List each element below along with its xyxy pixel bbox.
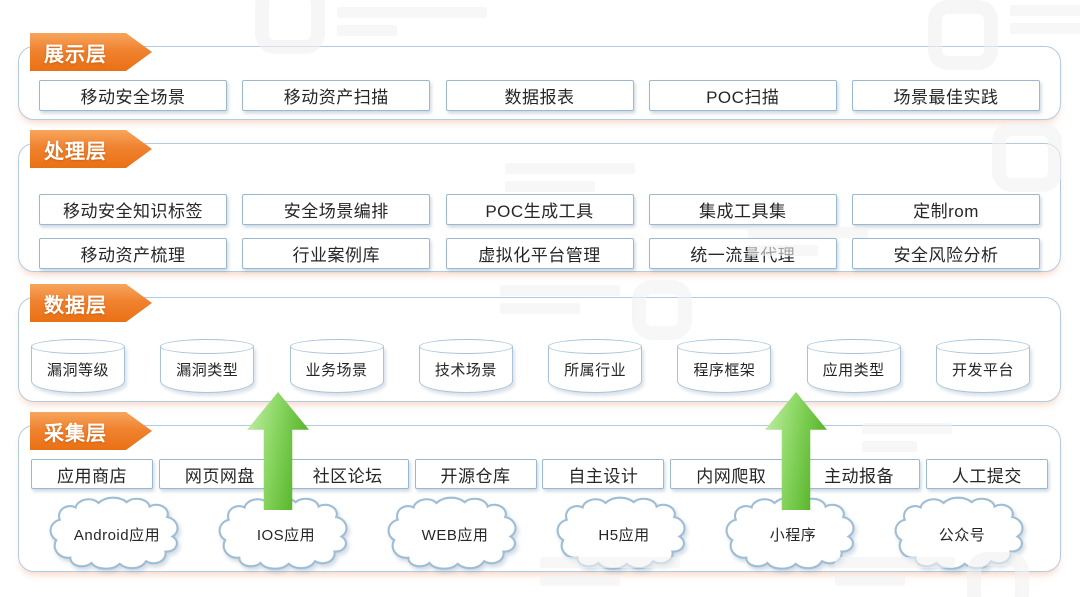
data-cylinder: 技术场景 bbox=[418, 339, 513, 393]
cloud-label: Android应用 bbox=[73, 527, 161, 544]
present-item-label: 移动资产扫描 bbox=[283, 88, 389, 107]
process-item: 安全风险分析 bbox=[852, 238, 1040, 269]
source-item: 自主设计 bbox=[542, 459, 665, 489]
data-cylinder: 程序框架 bbox=[677, 339, 772, 393]
source-item-label: 网页网盘 bbox=[184, 466, 255, 486]
process-item-label: 安全风险分析 bbox=[893, 246, 999, 265]
data-cylinder: 所属行业 bbox=[548, 339, 643, 393]
cloud-label: IOS应用 bbox=[256, 527, 316, 544]
process-item-label: 集成工具集 bbox=[699, 202, 787, 221]
data-cylinder: 应用类型 bbox=[806, 339, 901, 393]
layer-label-data: 数据层 bbox=[30, 284, 152, 322]
present-item: 数据报表 bbox=[445, 80, 634, 111]
process-item-label: 统一流量代理 bbox=[690, 246, 796, 265]
layer-label-collection: 采集层 bbox=[30, 412, 152, 450]
present-item: 移动安全场景 bbox=[39, 80, 227, 111]
source-item: 网页网盘 bbox=[158, 459, 281, 489]
cloud-icon bbox=[49, 496, 179, 570]
data-cylinders-row: 漏洞等级 漏洞类型 业务场景 技术场景 所属行业 程序框架 应用类型 开发平台 bbox=[31, 339, 1030, 393]
data-cylinder: 开发平台 bbox=[935, 339, 1030, 393]
cylinder-label: 技术场景 bbox=[434, 362, 497, 379]
app-cloud: 小程序 bbox=[709, 496, 877, 570]
process-item: 虚拟化平台管理 bbox=[445, 238, 634, 269]
app-cloud: WEB应用 bbox=[371, 496, 539, 570]
processing-items-row-2: 移动资产梳理 行业案例库 虚拟化平台管理 统一流量代理 安全风险分析 bbox=[39, 238, 1040, 269]
present-item: POC扫描 bbox=[648, 80, 837, 111]
process-item-label: 移动安全知识标签 bbox=[63, 202, 203, 221]
process-item: 定制rom bbox=[852, 194, 1040, 225]
process-item-label: 行业案例库 bbox=[292, 246, 380, 265]
source-item: 内网爬取 bbox=[670, 459, 793, 489]
process-item: 安全场景编排 bbox=[242, 194, 431, 225]
cylinder-label: 漏洞等级 bbox=[46, 362, 109, 379]
source-item: 社区论坛 bbox=[286, 459, 409, 489]
processing-items-row-1: 移动安全知识标签 安全场景编排 POC生成工具 集成工具集 定制rom bbox=[39, 194, 1040, 225]
cloud-label: WEB应用 bbox=[421, 527, 489, 544]
process-item-label: POC生成工具 bbox=[485, 202, 594, 221]
cloud-label: 小程序 bbox=[769, 527, 817, 544]
cloud-label: H5应用 bbox=[598, 527, 650, 544]
process-item-label: 安全场景编排 bbox=[283, 202, 389, 221]
process-item: 统一流量代理 bbox=[648, 238, 837, 269]
app-cloud: Android应用 bbox=[33, 496, 201, 570]
data-cylinder: 漏洞等级 bbox=[31, 339, 125, 393]
cloud-icon bbox=[725, 496, 855, 570]
processing-layer-container: 移动安全知识标签 安全场景编排 POC生成工具 集成工具集 定制rom 移动资产… bbox=[18, 143, 1061, 272]
data-cylinder: 业务场景 bbox=[289, 339, 384, 393]
source-item-label: 内网爬取 bbox=[696, 466, 767, 486]
process-item-label: 虚拟化平台管理 bbox=[478, 246, 601, 265]
present-item-label: 移动安全场景 bbox=[80, 88, 186, 107]
data-cylinder: 漏洞类型 bbox=[160, 339, 255, 393]
process-item-label: 定制rom bbox=[913, 202, 979, 221]
app-clouds-row: Android应用 IOS应用 WEB应用 H5应用 小程序 公众号 bbox=[33, 496, 1046, 570]
source-item: 开源仓库 bbox=[414, 459, 537, 489]
process-item: 集成工具集 bbox=[648, 194, 837, 225]
source-item: 应用商店 bbox=[31, 459, 153, 489]
cloud-icon bbox=[218, 496, 348, 570]
cylinder-label: 程序框架 bbox=[693, 362, 756, 379]
cloud-icon bbox=[387, 496, 517, 570]
process-item: POC生成工具 bbox=[445, 194, 634, 225]
process-item: 移动资产梳理 bbox=[39, 238, 227, 269]
present-item-label: POC扫描 bbox=[706, 88, 780, 107]
source-item-label: 开源仓库 bbox=[440, 466, 511, 486]
present-item: 移动资产扫描 bbox=[242, 80, 431, 111]
cylinder-label: 应用类型 bbox=[822, 362, 885, 379]
present-item: 场景最佳实践 bbox=[852, 80, 1040, 111]
source-item-label: 自主设计 bbox=[568, 466, 639, 486]
present-item-label: 场景最佳实践 bbox=[893, 88, 999, 107]
source-item-label: 主动报备 bbox=[824, 466, 895, 486]
source-item-label: 社区论坛 bbox=[312, 466, 383, 486]
app-cloud: 公众号 bbox=[878, 496, 1046, 570]
app-cloud: IOS应用 bbox=[202, 496, 370, 570]
source-item: 人工提交 bbox=[925, 459, 1048, 489]
presentation-items-row: 移动安全场景 移动资产扫描 数据报表 POC扫描 场景最佳实践 bbox=[39, 80, 1040, 111]
data-layer-container: 漏洞等级 漏洞类型 业务场景 技术场景 所属行业 程序框架 应用类型 开发平台 bbox=[18, 297, 1061, 402]
cylinder-label: 所属行业 bbox=[564, 362, 627, 379]
presentation-layer-container: 移动安全场景 移动资产扫描 数据报表 POC扫描 场景最佳实践 bbox=[18, 46, 1061, 120]
cylinder-label: 开发平台 bbox=[951, 362, 1014, 379]
source-item: 主动报备 bbox=[798, 459, 921, 489]
collection-layer-container: 应用商店 网页网盘 社区论坛 开源仓库 自主设计 内网爬取 主动报备 人工提交 … bbox=[18, 425, 1061, 572]
cloud-label: 公众号 bbox=[938, 527, 986, 544]
layer-label-presentation: 展示层 bbox=[30, 33, 152, 71]
present-item-label: 数据报表 bbox=[504, 88, 575, 107]
cylinder-label: 业务场景 bbox=[305, 362, 368, 379]
collection-sources-row: 应用商店 网页网盘 社区论坛 开源仓库 自主设计 内网爬取 主动报备 人工提交 bbox=[31, 459, 1048, 489]
cylinder-label: 漏洞类型 bbox=[176, 362, 239, 379]
process-item-label: 移动资产梳理 bbox=[80, 246, 186, 265]
source-item-label: 应用商店 bbox=[57, 466, 127, 486]
app-cloud: H5应用 bbox=[540, 496, 708, 570]
process-item: 移动安全知识标签 bbox=[39, 194, 227, 225]
source-item-label: 人工提交 bbox=[951, 466, 1022, 486]
process-item: 行业案例库 bbox=[242, 238, 431, 269]
layer-label-processing: 处理层 bbox=[30, 130, 152, 168]
